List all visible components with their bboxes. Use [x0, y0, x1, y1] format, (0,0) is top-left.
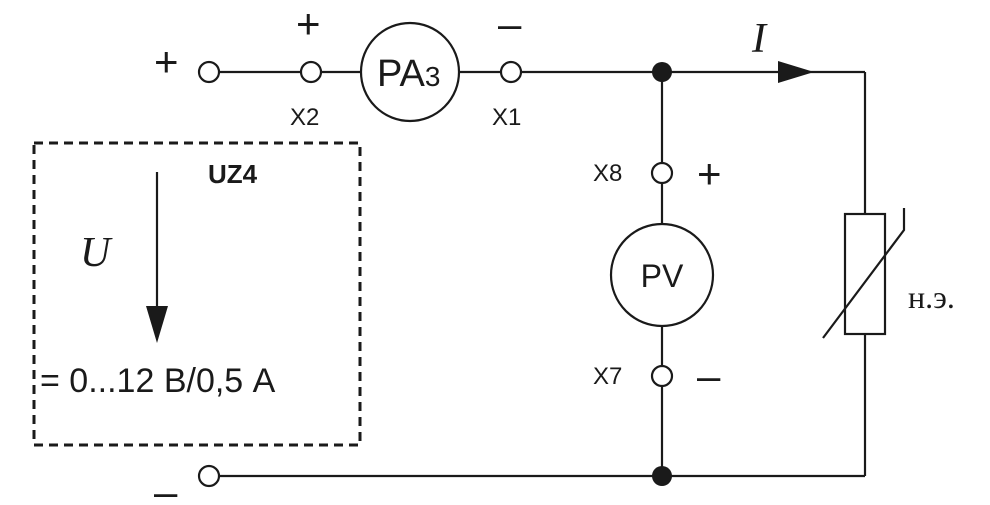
voltmeter-minus-sign: –	[697, 352, 721, 399]
source-rating: = 0...12 В/0,5 А	[40, 362, 276, 400]
terminal-x7	[650, 364, 674, 388]
ammeter-label: PA3	[377, 53, 440, 95]
terminal-source-minus	[197, 464, 221, 488]
ammeter-circle	[359, 21, 461, 123]
terminal-x2-label: X2	[290, 104, 319, 131]
terminal-x1	[499, 60, 523, 84]
source-label: UZ4	[208, 159, 258, 189]
load-label: н.э.	[908, 279, 955, 315]
nonlinear-element	[843, 212, 887, 336]
terminal-x7-label: X7	[593, 363, 622, 390]
current-arrow-icon	[778, 61, 814, 83]
terminal-x8-label: X8	[593, 160, 622, 187]
junction-bottom	[652, 466, 672, 486]
voltmeter-label: PV	[641, 258, 684, 294]
source-minus-sign: –	[154, 468, 178, 505]
terminal-x8	[650, 161, 674, 185]
voltmeter-plus-sign: +	[697, 150, 722, 197]
current-symbol: I	[751, 16, 768, 62]
junction-top	[652, 62, 672, 82]
terminal-source-plus	[197, 60, 221, 84]
voltmeter-circle	[609, 222, 715, 328]
terminal-x2	[299, 60, 323, 84]
terminal-x1-label: X1	[492, 104, 521, 131]
source-plus-sign: +	[154, 38, 179, 85]
ammeter-plus-sign: +	[296, 0, 321, 47]
voltage-arrow-head	[146, 306, 168, 343]
ammeter-minus-sign: –	[498, 0, 522, 47]
voltage-symbol: U	[80, 230, 113, 276]
nonlinear-element-slash	[822, 208, 906, 339]
